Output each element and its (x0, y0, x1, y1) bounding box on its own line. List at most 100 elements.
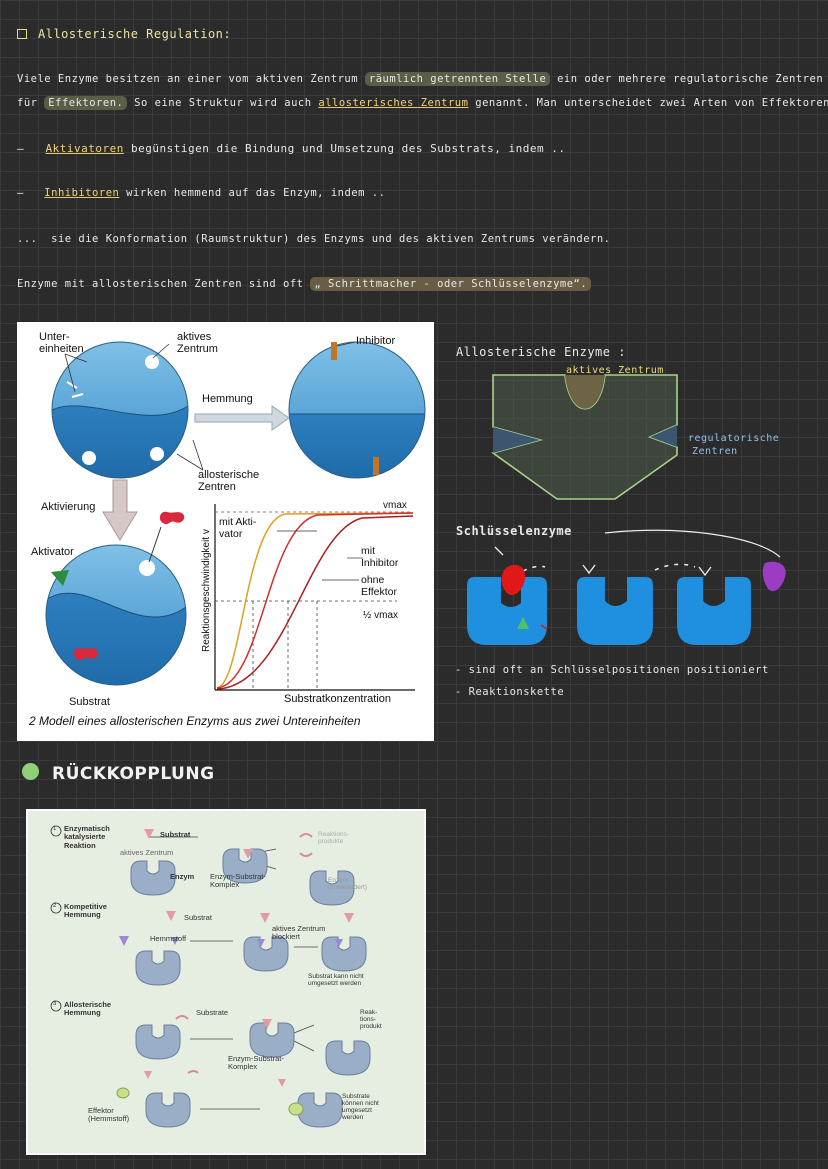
photo-text: (unverändert) (328, 884, 368, 892)
enzyme-activated (45, 511, 187, 686)
label-allosterische-zentren: Zentren (198, 481, 236, 493)
enzyme-inhibited (288, 341, 426, 479)
graph-label-ohne: Effektor (361, 586, 397, 598)
sketch-reg-line: regulatorische (688, 433, 780, 444)
curve-ohne-effektor (216, 512, 414, 689)
graph-xlabel: Substratkonzentration (284, 693, 391, 705)
photo-text: Komplex (228, 1062, 258, 1072)
photo-s2-blockiert: aktives Zentrum blockiert (272, 924, 326, 942)
allosteric-enzyme-sketch (491, 374, 678, 500)
label-aktivierung: Aktivierung (41, 501, 95, 513)
term-aktivatoren: Aktivatoren (45, 142, 124, 155)
underlined-allost-zentrum: allosterisches Zentrum (318, 97, 469, 109)
photo-text: produkt (360, 1023, 382, 1031)
photo-text: Enzym-Substrat- (210, 872, 266, 881)
enzyme-icon (135, 1022, 371, 1128)
photo-s1-komplex: Enzym-Substrat- Komplex (210, 872, 266, 890)
photo-text: Hemmung (64, 910, 101, 920)
effector-purple-icon (762, 561, 786, 592)
allosteric-model-figure: Unter- einheiten aktives Zentrum Inhibit… (17, 322, 434, 741)
substrat-icon (159, 511, 185, 525)
schluessel-line: Enzyme mit allosterischen Zentren sind o… (17, 277, 592, 291)
graph-ylabel: Reaktionsgeschwindigkeit v (201, 529, 212, 652)
label-untereinheiten: Unter- (39, 331, 70, 343)
rate-graph: Reaktionsgeschwindigkeit v Substratkonze… (201, 500, 415, 705)
label-allosterische-zentren: allosterische (198, 469, 259, 481)
photo-text: Hemmung (64, 1008, 101, 1018)
sketch-schluessel-title: Schlüsselenzyme (456, 524, 572, 538)
sketch-regulatorische: regulatorische Zentren (688, 432, 779, 458)
graph-half-vmax: ½ vmax (363, 610, 398, 621)
figure-caption: 2 Modell eines allosterischen Enzyms aus… (28, 714, 361, 728)
section-dot-icon (22, 763, 39, 780)
graph-label-aktivator: vator (219, 528, 243, 540)
bullet-aktivatoren: — Aktivatoren begünstigen die Bindung un… (17, 142, 565, 155)
inhibitor-icon (331, 342, 337, 360)
regulatory-site-icon (650, 425, 677, 447)
highlight-raeumlich: räumlich getrennten Stelle (364, 72, 551, 86)
inhibitor-icon (373, 457, 379, 475)
photo-text: Komplex (210, 880, 240, 890)
photo-text: aktives Zentrum (272, 924, 326, 933)
photo-text: katalysierte (64, 832, 106, 842)
photo-text: tions- (360, 1016, 376, 1024)
photo-s3-nicht: Substrate können nicht umgesetzt werden (342, 1093, 379, 1122)
bullet-konformation: ... sie die Konformation (Raumstruktur) … (17, 233, 611, 245)
label-untereinheiten: einheiten (39, 343, 84, 355)
graph-label-inhibitor: mit (361, 545, 375, 557)
curve-inhibitor (216, 515, 414, 690)
photo-s1-substrat: Substrat (160, 830, 191, 839)
enzyme-icon (135, 936, 367, 986)
label-aktives-zentrum: Zentrum (177, 343, 218, 355)
intro-text: Enzyme mit allosterischen Zentren sind o… (17, 278, 304, 290)
enzyme-3-icon (677, 577, 751, 645)
allosteric-model-svg: Unter- einheiten aktives Zentrum Inhibit… (28, 331, 426, 728)
intro-text: ein oder mehrere regulatorische Zentren (557, 73, 824, 85)
photo-text: können nicht (342, 1100, 379, 1108)
title-bullet-icon (17, 29, 27, 39)
photo-text: umgesetzt (342, 1107, 372, 1115)
substrat-icon (73, 647, 99, 661)
effector-green-icon (517, 617, 529, 629)
label-inhibitor: Inhibitor (356, 335, 395, 347)
intro-text: Viele Enzyme besitzen an einer vom aktiv… (17, 73, 359, 85)
page-title: Allosterische Regulation: (38, 27, 232, 41)
photo-s1-produkte: Reaktions- produkte (318, 831, 349, 845)
photo-s1-title: Enzymatisch katalysierte Reaktion (64, 824, 110, 850)
aktivator-icon (51, 570, 69, 586)
photo-s3-produkt: Reak- tions- produkt (360, 1009, 382, 1030)
photo-text: Enzymatisch (64, 824, 110, 833)
bullet-text: sie die Konformation (Raumstruktur) des … (51, 233, 611, 245)
photo-text: umgesetzt werden (308, 980, 362, 988)
photo-s2-nicht: Substrat kann nicht umgesetzt werden (308, 973, 364, 987)
photo-text: Reak- (360, 1009, 378, 1016)
photo-text: Enzym (328, 877, 348, 884)
rueckkopplung-title: RÜCKKOPPLUNG (52, 764, 215, 784)
graph-label-inhibitor: Inhibitor (361, 557, 399, 569)
dash-icon: — (17, 187, 24, 199)
highlight-schluesselenzyme: „ Schrittmacher - oder Schlüsselenzyme“. (310, 277, 592, 291)
bullet-text: wirken hemmend auf das Enzym, indem .. (126, 187, 386, 199)
dash-icon: — (17, 142, 25, 155)
graph-vmax: vmax (383, 500, 407, 511)
bullet-text: begünstigen die Bindung und Umsetzung de… (130, 142, 566, 155)
photo-text: Kompetitive (64, 902, 107, 911)
term-inhibitoren: Inhibitoren (44, 187, 120, 199)
enzyme-2-icon (577, 577, 653, 645)
sketch-allost-title: Allosterische Enzyme : (456, 345, 626, 359)
photo-text: blockiert (272, 932, 300, 942)
label-substrat: Substrat (69, 696, 110, 708)
bullet-inhibitoren: — Inhibitoren wirken hemmend auf das Enz… (17, 187, 385, 199)
photo-s2-num: 2 (53, 903, 57, 909)
aktivierung-arrow-icon (102, 479, 138, 541)
regulatory-site-icon (493, 427, 540, 453)
photo-text: Reaktion (64, 840, 96, 850)
curve-aktivator (216, 512, 414, 689)
photo-text: Reaktions- (318, 831, 350, 838)
photo-s2-hemmstoff: Hemmstoff (150, 934, 187, 943)
graph-label-aktivator: mit Akti- (219, 516, 257, 528)
photo-text: (Hemmstoff) (88, 1114, 130, 1124)
photo-s1-enzym: Enzym (170, 872, 195, 881)
label-aktives-zentrum: aktives (177, 331, 212, 343)
schluessel-note-2: - Reaktionskette (455, 686, 565, 698)
